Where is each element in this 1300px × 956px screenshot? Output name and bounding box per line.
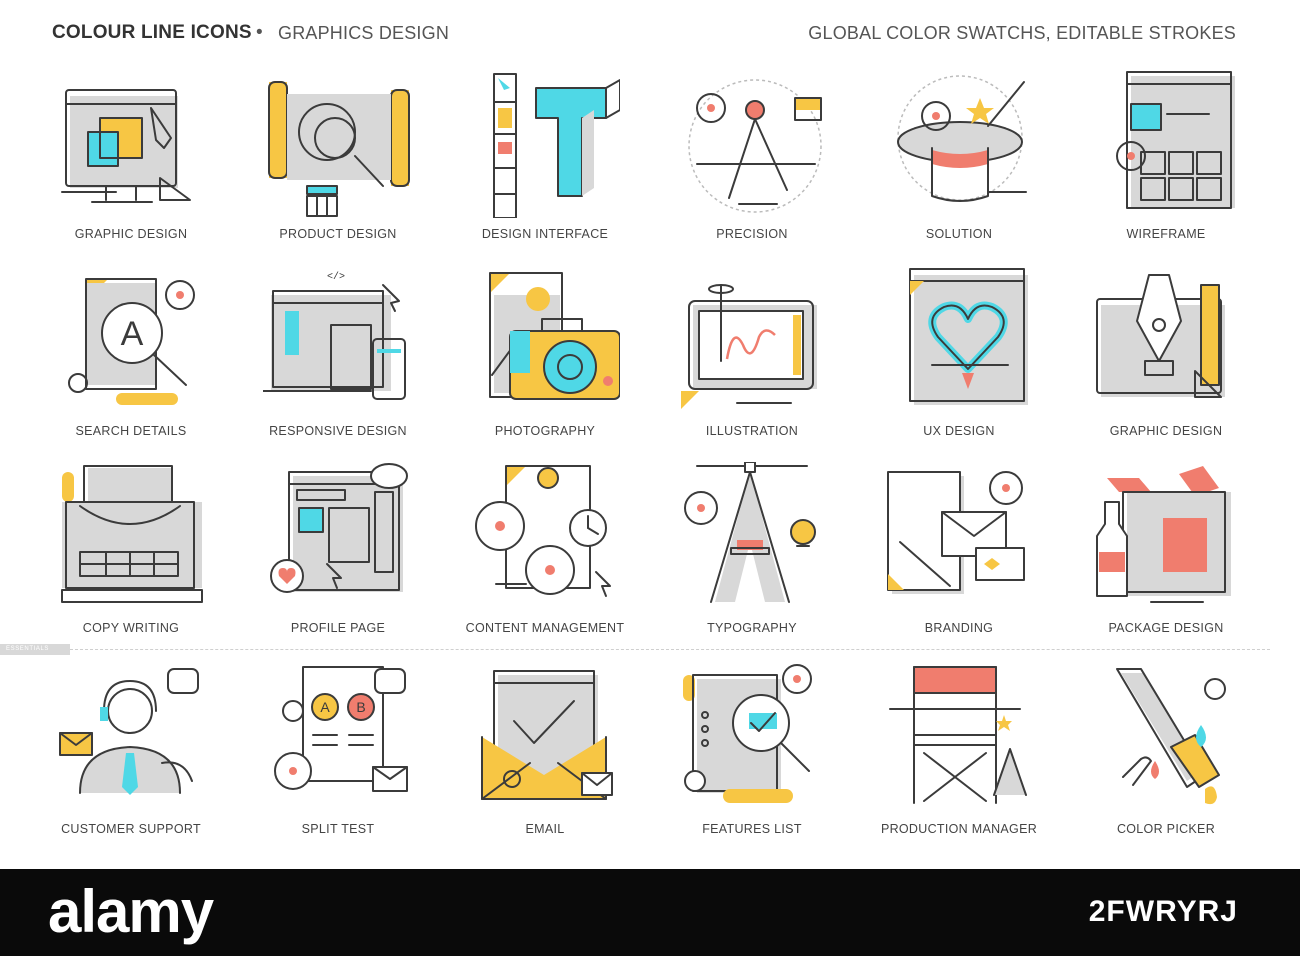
icon-cell-design-interface: DESIGN INTERFACE	[442, 62, 648, 259]
letter-a-bezier-icon	[684, 462, 816, 603]
icon-cell-profile-page: PROFILE PAGE	[235, 456, 441, 653]
icon-cell-graphic-design-2: GRAPHIC DESIGN	[1063, 259, 1269, 456]
checklist-magnifier-icon	[683, 664, 812, 803]
icon-cell-wireframe: WIREFRAME	[1063, 62, 1269, 259]
icon-label: GRAPHIC DESIGN	[1109, 424, 1223, 438]
icon-grid: GRAPHIC DESIGN PRODUCT DESIGN	[28, 62, 1268, 854]
icon-cell-content-management: CONTENT MANAGEMENT	[442, 456, 648, 653]
icon-label: BRANDING	[924, 621, 994, 635]
icon-row-4: CUSTOMER SUPPORT A B	[28, 657, 1268, 854]
icon-cell-ux-design: UX DESIGN	[856, 259, 1062, 456]
gears-clock-icon	[475, 465, 611, 597]
icon-cell-features-list: FEATURES LIST	[649, 657, 855, 854]
icon-label: PHOTOGRAPHY	[494, 424, 596, 438]
icon-label: COPY WRITING	[82, 621, 180, 635]
icon-cell-email: EMAIL	[442, 657, 648, 854]
svg-text:</>: </>	[327, 271, 345, 283]
magnifier-letter-icon: A	[68, 278, 195, 405]
pipette-icon	[1116, 668, 1226, 805]
envelope-card-icon	[887, 471, 1025, 594]
icon-label: WIREFRAME	[1126, 227, 1206, 241]
icon-label: PRODUCT DESIGN	[279, 227, 397, 241]
icon-label: TYPOGRAPHY	[707, 621, 797, 635]
typewriter-icon	[61, 465, 203, 603]
icon-label: COLOR PICKER	[1116, 822, 1216, 836]
camera-icon	[489, 272, 620, 400]
monitor-layers-icon	[61, 89, 191, 203]
icon-row-2: A SEARCH DETAILS </> RE	[28, 259, 1268, 456]
icon-cell-photography: PHOTOGRAPHY	[442, 259, 648, 456]
profile-window-icon	[270, 463, 408, 593]
icon-cell-responsive-design: </> RESPONSIVE DESIGN	[235, 259, 441, 456]
icon-cell-precision: PRECISION	[649, 62, 855, 259]
icon-label: RESPONSIVE DESIGN	[269, 424, 407, 438]
envelope-check-icon	[481, 670, 613, 800]
icon-label: SEARCH DETAILS	[75, 424, 187, 438]
icon-row-1: GRAPHIC DESIGN PRODUCT DESIGN	[28, 62, 1268, 259]
icon-cell-production-manager: PRODUCTION MANAGER	[856, 657, 1062, 854]
tablet-pen-icon	[681, 284, 817, 409]
icon-label: EMAIL	[525, 822, 565, 836]
icon-label: PRODUCTION MANAGER	[880, 822, 1038, 836]
watermark-footer: alamy 2FWRYRJ	[0, 869, 1300, 956]
blueprint-gear-icon	[268, 81, 410, 217]
devices-icon: </>	[263, 271, 406, 400]
icon-cell-typography: TYPOGRAPHY	[649, 456, 855, 653]
icon-cell-copy-writing: COPY WRITING	[28, 456, 234, 653]
heart-vector-icon	[909, 268, 1028, 405]
header-tagline: GLOBAL COLOR SWATCHS, EDITABLE STROKES	[808, 23, 1236, 43]
page-header: COLOUR LINE ICONS • GRAPHICS DESIGN GLOB…	[52, 22, 1236, 52]
icon-label: PRECISION	[716, 227, 788, 241]
icon-label: FEATURES LIST	[702, 822, 802, 836]
header-subtitle: GRAPHICS DESIGN	[278, 23, 450, 43]
svg-text:A: A	[320, 699, 330, 715]
header-brand: COLOUR LINE ICONS	[52, 22, 252, 43]
icon-label: CUSTOMER SUPPORT	[61, 822, 201, 836]
icon-label: CONTENT MANAGEMENT	[465, 621, 625, 635]
icon-cell-customer-support: CUSTOMER SUPPORT	[28, 657, 234, 854]
box-bottle-icon	[1096, 466, 1231, 603]
svg-text:A: A	[121, 315, 144, 353]
icon-cell-product-design: PRODUCT DESIGN	[235, 62, 441, 259]
toolbar-letter-t-icon	[493, 73, 620, 218]
wireframe-window-icon	[1116, 71, 1235, 209]
compass-icon	[688, 79, 822, 213]
magic-hat-icon	[897, 75, 1027, 202]
icon-label: PROFILE PAGE	[290, 621, 386, 635]
director-chair-icon	[889, 666, 1027, 804]
icon-label: SPLIT TEST	[301, 822, 375, 836]
section-divider	[70, 649, 1270, 650]
stock-id: 2FWRYRJ	[1088, 895, 1238, 928]
icon-label: SOLUTION	[925, 227, 993, 241]
icon-cell-split-test: A B SPLIT TEST	[235, 657, 441, 854]
icon-cell-search-details: A SEARCH DETAILS	[28, 259, 234, 456]
essentials-tag: ESSENTIALS	[0, 644, 70, 655]
icon-label: GRAPHIC DESIGN	[74, 227, 188, 241]
icon-cell-illustration: ILLUSTRATION	[649, 259, 855, 456]
icon-row-3: COPY WRITING PROFILE PAGE	[28, 456, 1268, 653]
icon-label: PACKAGE DESIGN	[1108, 621, 1224, 635]
alamy-logo: alamy	[48, 878, 214, 945]
pen-nib-ruler-icon	[1096, 274, 1225, 398]
headset-agent-icon	[59, 668, 199, 795]
icon-label: DESIGN INTERFACE	[481, 227, 609, 241]
svg-text:B: B	[356, 699, 365, 715]
icon-cell-branding: BRANDING	[856, 456, 1062, 653]
icon-cell-graphic-design: GRAPHIC DESIGN	[28, 62, 234, 259]
icon-cell-package-design: PACKAGE DESIGN	[1063, 456, 1269, 653]
icon-label: UX DESIGN	[923, 424, 995, 438]
ab-test-icon: A B	[274, 666, 408, 792]
icon-cell-solution: SOLUTION	[856, 62, 1062, 259]
header-bullet: •	[256, 22, 263, 43]
icon-label: ILLUSTRATION	[705, 424, 799, 438]
icon-cell-color-picker: COLOR PICKER	[1063, 657, 1269, 854]
